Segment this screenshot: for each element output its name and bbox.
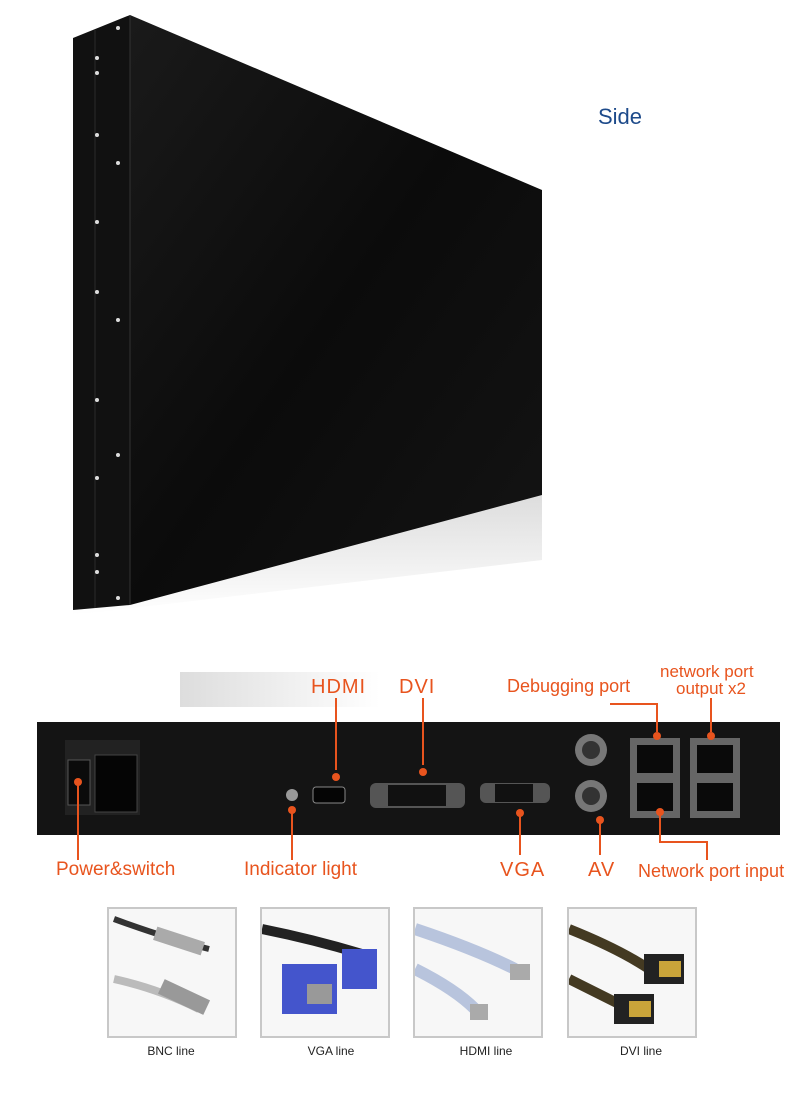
video-wall-panel-image bbox=[73, 15, 542, 615]
vga-cable-image bbox=[260, 907, 390, 1038]
callout-network-output-1: network port bbox=[660, 662, 754, 681]
cable-label-bnc: BNC line bbox=[147, 1044, 195, 1058]
cable-label-vga: VGA line bbox=[307, 1044, 355, 1058]
cable-label-hdmi: HDMI line bbox=[459, 1044, 513, 1058]
hdmi-cable-image bbox=[412, 907, 543, 1038]
callout-power-switch: Power&switch bbox=[56, 859, 176, 880]
back-panel-image bbox=[37, 672, 780, 860]
dvi-cable-image bbox=[566, 907, 697, 1038]
bnc-cable-image bbox=[107, 907, 237, 1038]
callout-dvi: DVI bbox=[399, 676, 436, 698]
callout-vga: VGA bbox=[500, 859, 546, 881]
side-label: Side bbox=[598, 104, 643, 129]
callout-hdmi: HDMI bbox=[311, 676, 367, 698]
callout-network-output-2: output x2 bbox=[676, 679, 746, 698]
callout-debugging-port: Debugging port bbox=[507, 676, 631, 696]
cable-label-dvi: DVI line bbox=[619, 1044, 663, 1058]
callout-av: AV bbox=[588, 859, 616, 881]
callout-network-input: Network port input bbox=[638, 861, 785, 881]
callout-indicator-light: Indicator light bbox=[244, 859, 358, 880]
